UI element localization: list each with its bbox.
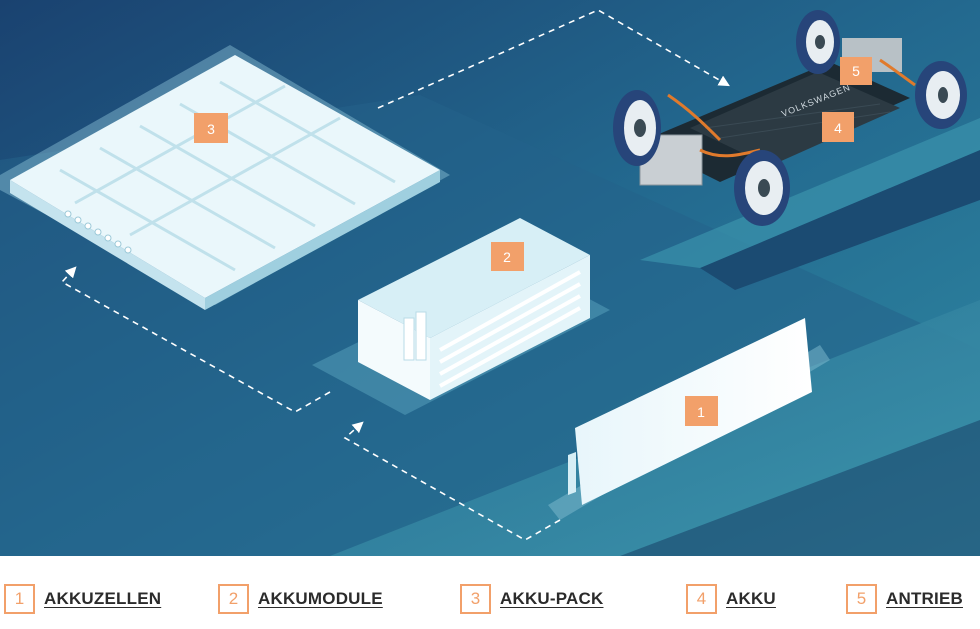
svg-text:5: 5 [852,63,860,79]
legend-link-akku-pack[interactable]: AKKU-PACK [500,589,604,608]
tag-4: 4 [822,112,854,142]
legend-item-antrieb[interactable]: 5 ANTRIEB [846,583,963,615]
wheel-rear-right [915,61,967,129]
tag-1: 1 [685,396,718,426]
legend-badge-1: 1 [4,584,35,614]
legend-badge-2: 2 [218,584,249,614]
legend-link-akkuzellen[interactable]: AKKUZELLEN [44,589,162,608]
wheel-rear-left [734,150,790,226]
legend-link-akku[interactable]: AKKU [726,589,776,608]
diagram-canvas: VOLKSWAGEN [0,0,980,556]
wheel-front-left [613,90,661,166]
legend-link-antrieb[interactable]: ANTRIEB [886,589,963,608]
legend: 1 AKKUZELLEN 2 AKKUMODULE 3 AKKU-PACK 4 … [0,556,980,629]
legend-item-akkumodule[interactable]: 2 AKKUMODULE [218,583,383,615]
legend-badge-4: 4 [686,584,717,614]
legend-item-akku[interactable]: 4 AKKU [686,583,776,615]
legend-badge-5: 5 [846,584,877,614]
legend-link-akkumodule[interactable]: AKKUMODULE [258,589,383,608]
svg-text:4: 4 [834,120,842,136]
svg-text:2: 2 [503,249,511,265]
battery-diagram: VOLKSWAGEN [0,0,980,556]
legend-item-akku-pack[interactable]: 3 AKKU-PACK [460,583,603,615]
battery-module [312,218,610,415]
tag-3: 3 [194,113,228,143]
tag-2: 2 [491,242,524,271]
wheel-front-right [796,10,840,74]
legend-badge-3: 3 [460,584,491,614]
svg-text:1: 1 [697,404,705,420]
svg-text:3: 3 [207,121,215,137]
legend-item-akkuzellen[interactable]: 1 AKKUZELLEN [4,583,161,615]
battery-pack [0,45,450,310]
flow-arrows [60,9,730,541]
tag-5: 5 [840,57,872,85]
